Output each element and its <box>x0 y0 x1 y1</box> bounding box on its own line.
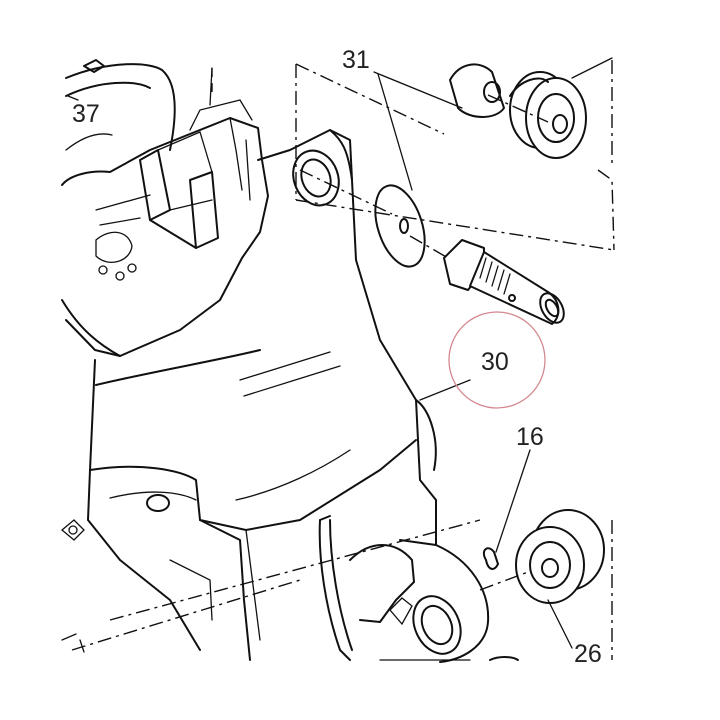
part-31-washer <box>374 184 426 268</box>
leader-lines <box>67 57 613 649</box>
part-37-round-housing <box>65 59 176 151</box>
part-16-clip <box>482 547 499 570</box>
callout-37: 37 <box>72 100 100 128</box>
callout-31: 31 <box>342 46 370 74</box>
assembly-lines <box>71 60 615 660</box>
main-housing <box>60 67 519 663</box>
part-31-spacer <box>449 63 505 118</box>
highlight-circle <box>448 311 546 409</box>
callout-16: 16 <box>516 423 544 451</box>
callout-26: 26 <box>574 640 602 668</box>
threaded-stud <box>443 239 565 325</box>
callout-30: 30 <box>481 348 509 376</box>
part-26-grommet <box>515 509 605 604</box>
part-31-grommet <box>509 71 587 159</box>
